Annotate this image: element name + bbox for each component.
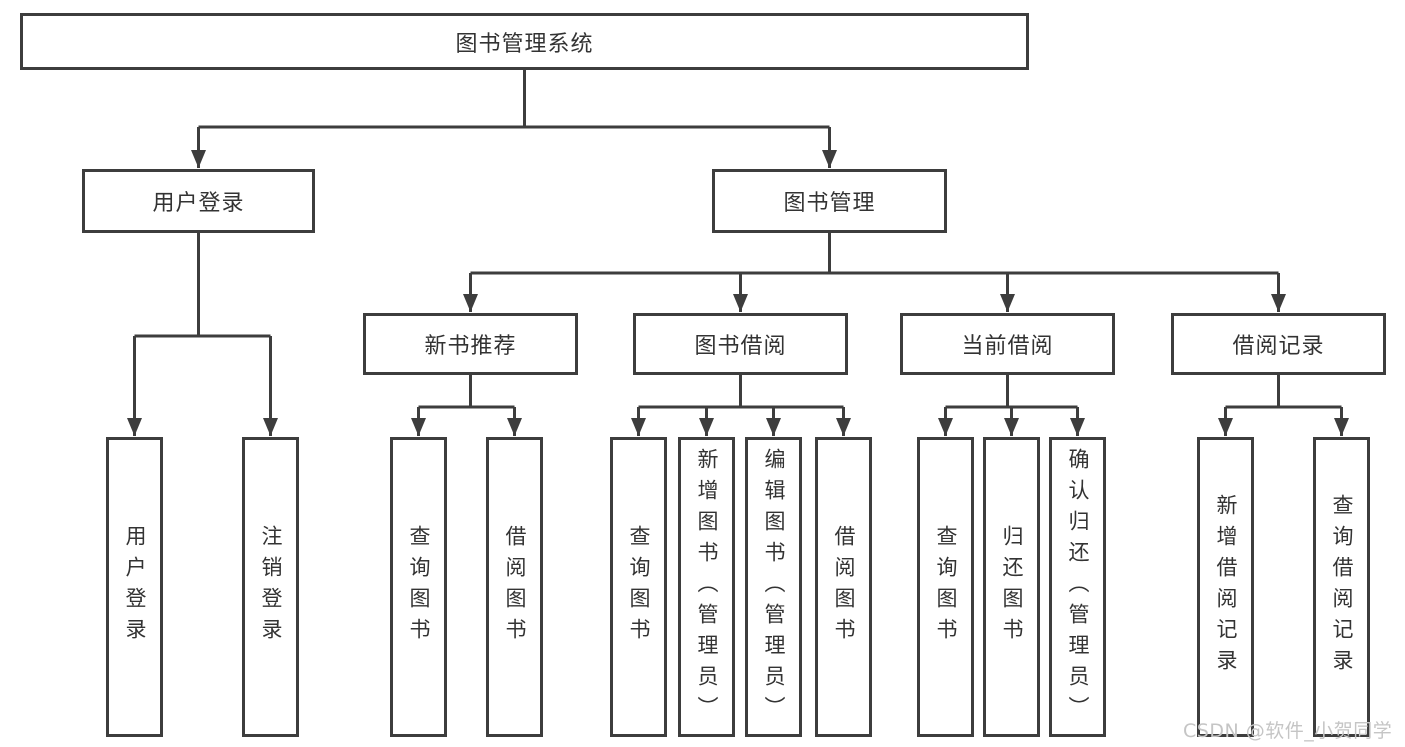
node-ul-logout: 注销登录 bbox=[242, 437, 299, 737]
node-current-borrow: 当前借阅 bbox=[900, 313, 1115, 375]
node-nbr-query: 查询图书 bbox=[390, 437, 447, 737]
node-borrow-records: 借阅记录 bbox=[1171, 313, 1386, 375]
node-bb-edit: 编辑图书（管理员） bbox=[745, 437, 802, 737]
node-book-mgmt: 图书管理 bbox=[712, 169, 947, 233]
connector-bb-rail bbox=[638, 375, 844, 409]
node-bb-query: 查询图书 bbox=[610, 437, 667, 737]
node-user-login: 用户登录 bbox=[82, 169, 315, 233]
node-new-book-rec: 新书推荐 bbox=[363, 313, 578, 375]
node-ul-login: 用户登录 bbox=[106, 437, 163, 737]
connector-user-login-rail bbox=[134, 233, 271, 338]
connector-cb-rail bbox=[945, 375, 1078, 409]
connector-br-rail bbox=[1225, 375, 1342, 409]
node-bb-add: 新增图书（管理员） bbox=[678, 437, 735, 737]
node-nbr-borrow: 借阅图书 bbox=[486, 437, 543, 737]
connector-book-mgmt-rail bbox=[470, 233, 1279, 275]
connector-root-rail bbox=[198, 70, 830, 129]
node-root: 图书管理系统 bbox=[20, 13, 1029, 70]
node-book-borrow: 图书借阅 bbox=[633, 313, 848, 375]
csdn-watermark: CSDN @软件_小贺同学 bbox=[1183, 720, 1393, 742]
node-cb-return: 归还图书 bbox=[983, 437, 1040, 737]
node-bb-borrow: 借阅图书 bbox=[815, 437, 872, 737]
node-br-query: 查询借阅记录 bbox=[1313, 437, 1370, 737]
node-cb-confirm: 确认归还（管理员） bbox=[1049, 437, 1106, 737]
node-cb-query: 查询图书 bbox=[917, 437, 974, 737]
node-br-add: 新增借阅记录 bbox=[1197, 437, 1254, 737]
connector-nbr-rail bbox=[418, 375, 515, 409]
